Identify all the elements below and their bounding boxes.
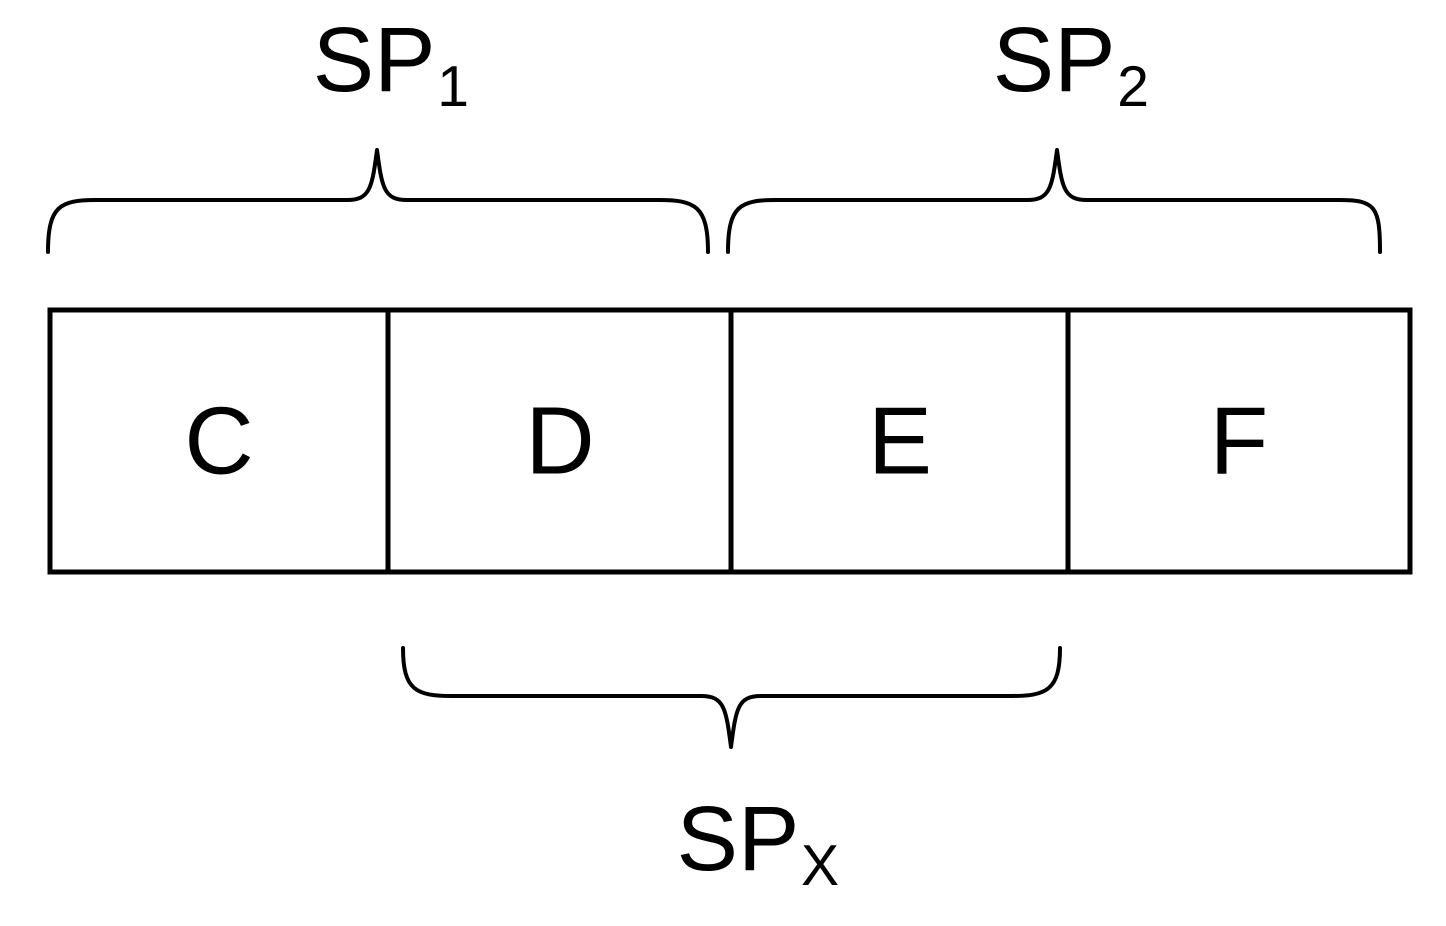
span-label-sp1-subscript: 1: [437, 54, 469, 119]
cell-label-c: C: [184, 387, 253, 494]
brace-sp2: [726, 148, 1382, 254]
cell-label-f: F: [1210, 387, 1269, 494]
span-label-sp2-base: SP: [992, 9, 1116, 111]
brace-sp1-path: [46, 148, 710, 254]
brace-sp2-path: [726, 148, 1382, 254]
span-label-sp1-base: SP: [312, 9, 436, 111]
span-label-sp1: SP1: [313, 14, 469, 115]
brace-spx: [401, 646, 1062, 749]
span-label-sp2-subscript: 2: [1117, 54, 1149, 119]
span-label-spx: SPX: [677, 793, 839, 894]
span-label-spx-subscript: X: [801, 833, 840, 898]
cell-label-e: E: [868, 387, 932, 494]
brace-sp1: [46, 148, 710, 254]
cell-label-d: D: [525, 387, 594, 494]
brace-spx-path: [401, 646, 1062, 749]
span-label-spx-base: SP: [676, 788, 800, 890]
span-label-sp2: SP2: [993, 14, 1149, 115]
cell-row: C D E F: [47, 307, 1413, 575]
